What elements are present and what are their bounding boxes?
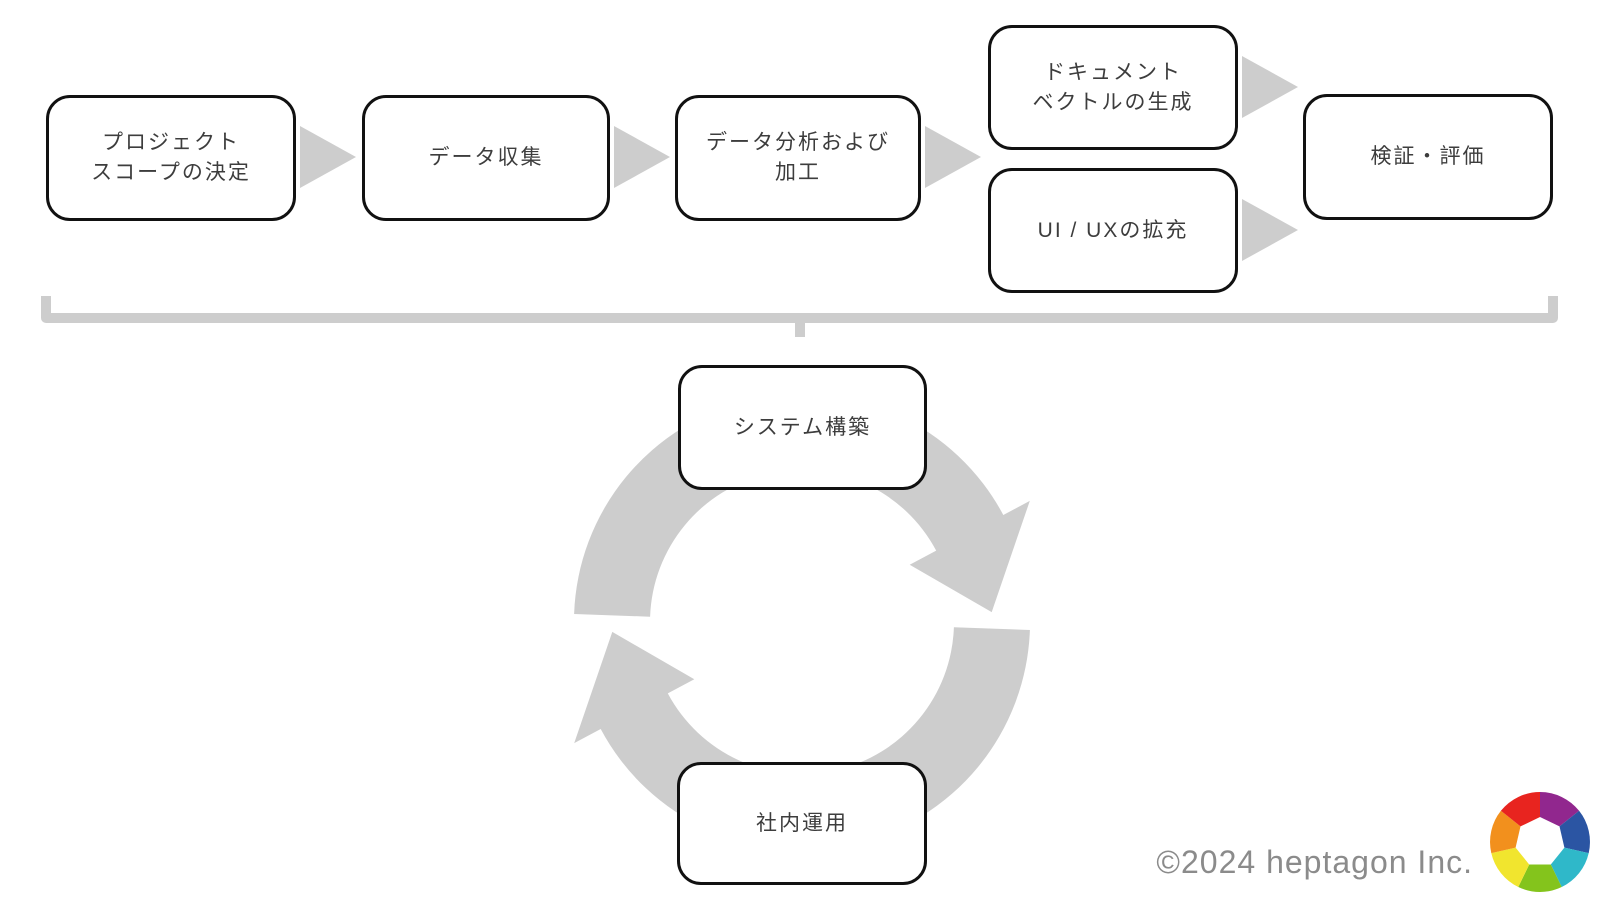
flow-arrow-icon-4 — [1242, 56, 1298, 118]
node-system-build: システム構築 — [678, 365, 927, 490]
node-ui-ux-label: UI / UXの拡充 — [1037, 218, 1189, 242]
bracket — [41, 296, 1558, 323]
heptagon-logo-segment — [1518, 864, 1562, 892]
heptagon-logo-icon — [1490, 791, 1590, 892]
node-document-vector-label: ドキュメント ベクトルの生成 — [1032, 60, 1194, 114]
heptagon-logo-segment — [1500, 792, 1540, 827]
node-internal-operation: 社内運用 — [677, 762, 927, 885]
node-system-build-label: システム構築 — [733, 415, 872, 439]
node-project-scope-label: プロジェクト スコープの決定 — [91, 131, 251, 184]
node-verification-label: 検証・評価 — [1370, 145, 1486, 168]
node-document-vector: ドキュメント ベクトルの生成 — [988, 25, 1238, 150]
heptagon-logo-segment — [1491, 847, 1530, 887]
node-data-collection-label: データ収集 — [428, 146, 544, 169]
node-data-analysis: データ分析および 加工 — [675, 95, 921, 221]
node-data-analysis-label: データ分析および 加工 — [706, 131, 890, 184]
node-internal-operation-label: 社内運用 — [756, 811, 848, 835]
heptagon-logo-segment — [1490, 810, 1521, 854]
heptagon-logo-segment — [1550, 847, 1589, 887]
node-data-collection: データ収集 — [362, 95, 610, 221]
node-project-scope: プロジェクト スコープの決定 — [46, 95, 296, 221]
flow-arrow-icon-5 — [1242, 199, 1298, 261]
flow-arrow-icon-1 — [300, 126, 356, 188]
flow-arrow-icon-3 — [925, 126, 981, 188]
node-ui-ux: UI / UXの拡充 — [988, 168, 1238, 293]
flow-arrow-icon-2 — [614, 126, 670, 188]
heptagon-logo-segment — [1559, 810, 1590, 854]
heptagon-logo-segment — [1540, 791, 1580, 827]
copyright-text: ©2024 heptagon Inc. — [1156, 844, 1473, 880]
node-verification: 検証・評価 — [1303, 94, 1553, 220]
